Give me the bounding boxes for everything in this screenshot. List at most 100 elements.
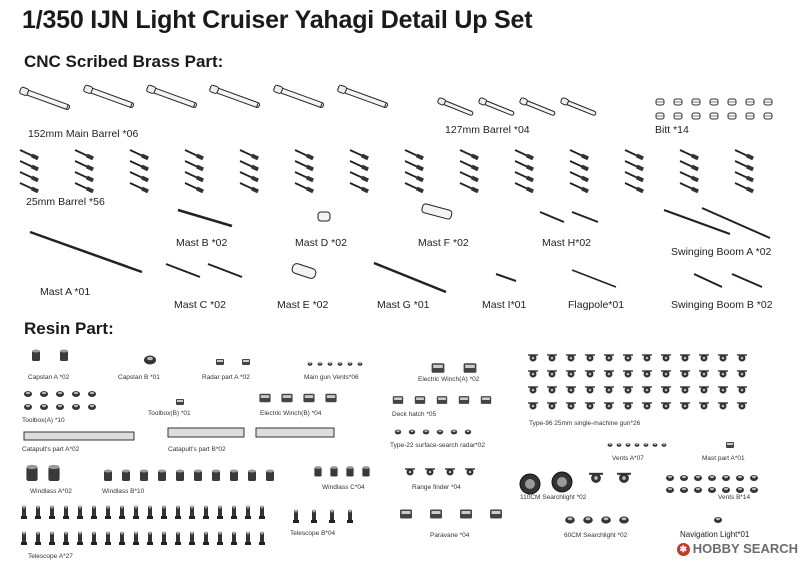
resin-part-icon [431, 363, 445, 373]
resin-part-icon [203, 531, 209, 545]
resin-part-icon [736, 401, 748, 411]
resin-part-icon [527, 369, 539, 379]
barrel-icon [403, 169, 425, 184]
resin-part-icon [480, 396, 492, 404]
resin-part-icon [24, 391, 32, 397]
page-title: 1/350 IJN Light Cruiser Yahagi Detail Up… [22, 6, 533, 34]
resin-part-icon [175, 505, 181, 519]
resin-part-icon [584, 369, 596, 379]
resin-part-icon [661, 443, 667, 447]
resin-part-icon [603, 369, 615, 379]
resin-part-icon [565, 401, 577, 411]
resin-part-icon [400, 509, 412, 519]
resin-part-icon [72, 404, 80, 410]
label-radar-part-a: Radar part A *02 [202, 374, 250, 381]
resin-part-icon [622, 401, 634, 411]
resin-part-icon [717, 353, 729, 363]
barrel-icon [623, 158, 645, 173]
resin-part-icon [217, 505, 223, 519]
resin-part-icon [21, 531, 27, 545]
label-mast-a: Mast A *01 [40, 286, 91, 298]
rod-icon [663, 209, 731, 235]
watermark-text: HOBBY SEARCH [692, 540, 798, 556]
resin-part-icon [634, 443, 640, 447]
resin-part-icon [736, 487, 744, 493]
resin-part-icon [161, 531, 167, 545]
barrel-icon [293, 180, 315, 195]
resin-part-icon [450, 429, 458, 435]
resin-part-icon [546, 353, 558, 363]
resin-part-icon [259, 531, 265, 545]
resin-part-icon [750, 487, 758, 493]
barrel-icon [348, 180, 370, 195]
resin-part-icon [546, 385, 558, 395]
resin-part-icon [140, 469, 148, 481]
resin-part-icon [736, 353, 748, 363]
barrel-icon [348, 169, 370, 184]
barrel-icon [458, 180, 480, 195]
resin-part-icon [527, 385, 539, 395]
resin-part-icon [194, 469, 202, 481]
resin-part-icon [616, 472, 632, 484]
resin-part-icon [641, 401, 653, 411]
resin-part-icon [189, 505, 195, 519]
barrel-icon [733, 180, 755, 195]
resin-part-icon [212, 469, 220, 481]
resin-part-icon [161, 505, 167, 519]
resin-part-icon [698, 401, 710, 411]
resin-part-icon [603, 385, 615, 395]
resin-part-icon [357, 362, 363, 366]
resin-part-icon [77, 505, 83, 519]
barrel-icon [183, 180, 205, 195]
resin-part-icon [303, 393, 315, 403]
barrel-icon [18, 169, 40, 184]
barrel-icon [348, 147, 370, 162]
barrel-icon [403, 158, 425, 173]
resin-part-icon [603, 401, 615, 411]
resin-part-icon [248, 469, 256, 481]
resin-part-icon [347, 509, 353, 523]
resin-part-icon [458, 396, 470, 404]
label-navigation-light: Navigation Light*01 [680, 530, 750, 539]
resin-part-icon [307, 362, 313, 366]
resin-part-icon [565, 385, 577, 395]
barrel-icon [513, 180, 535, 195]
label-type96-gun: Type-96 25mm single-machine gun*26 [529, 420, 641, 427]
barrel-icon [238, 147, 260, 162]
resin-part-icon [430, 509, 442, 519]
barrel-icon [623, 169, 645, 184]
mast-group [29, 203, 771, 294]
brass-section-heading: CNC Scribed Brass Part: [24, 52, 224, 71]
barrel-icon [238, 169, 260, 184]
resin-part-icon [266, 469, 274, 481]
resin-part-icon [104, 469, 112, 481]
resin-part-icon [245, 531, 251, 545]
label-paravane: Paravane *04 [430, 532, 470, 539]
resin-part-icon [105, 531, 111, 545]
label-electric-winch-b: Electric Winch(B) *04 [260, 410, 322, 417]
barrel-icon [293, 158, 315, 173]
barrel-icon [458, 158, 480, 173]
resin-section-heading: Resin Part: [24, 319, 114, 338]
resin-part-icon [679, 353, 691, 363]
resin-part-icon [546, 401, 558, 411]
label-telescope-b: Telescope B*04 [290, 530, 336, 537]
bitt-icon [745, 112, 755, 120]
resin-part-icon [317, 362, 323, 366]
resin-part-icon [698, 353, 710, 363]
label-25mm-barrel: 25mm Barrel *56 [26, 196, 105, 208]
resin-part-icon [347, 362, 353, 366]
barrel-icon [73, 180, 95, 195]
resin-part-icon [660, 401, 672, 411]
resin-part-icon [436, 396, 448, 404]
label-toolbox-b: Toolbox(B) *01 [148, 410, 191, 417]
bitt-icon [727, 112, 737, 120]
resin-part-icon [736, 475, 744, 481]
label-mast-g: Mast G *01 [377, 299, 430, 311]
hobby-search-logo: ✱HOBBY SEARCH [676, 540, 798, 556]
resin-part-icon [144, 355, 156, 365]
rod-icon [373, 261, 447, 294]
resin-part-icon [527, 353, 539, 363]
barrel-icon [678, 147, 700, 162]
barrel-icon [293, 147, 315, 162]
